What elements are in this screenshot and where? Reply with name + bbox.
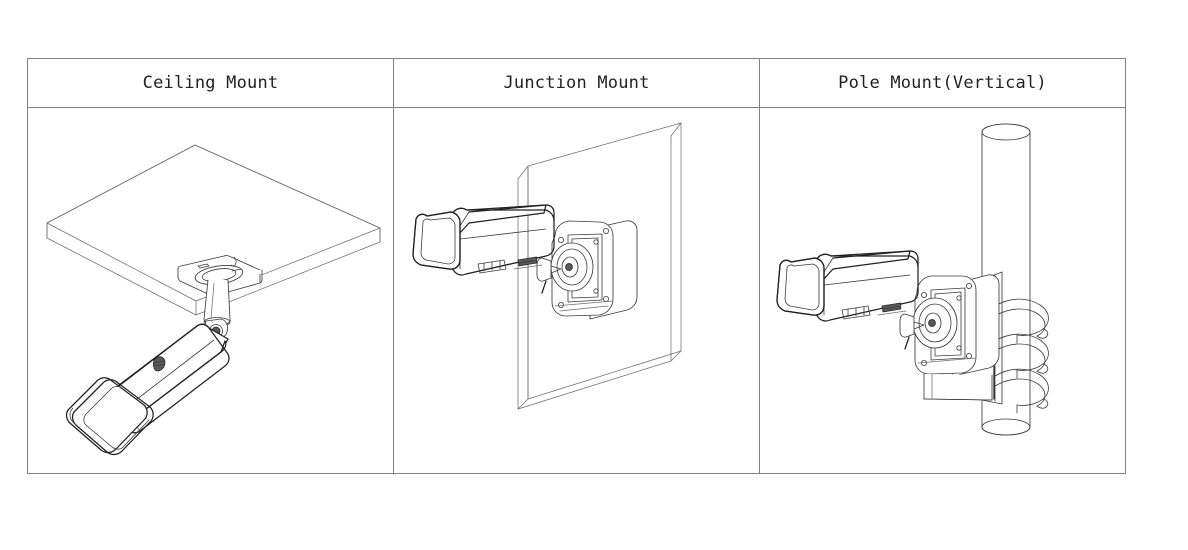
table-illustration-row (27, 107, 1126, 474)
column-header-junction-mount: Junction Mount (393, 58, 760, 108)
strap-group (994, 298, 1049, 414)
junction-box (899, 274, 1000, 401)
lens-hood (412, 211, 461, 270)
mounting-plate (177, 255, 263, 297)
lens-hood (65, 377, 154, 456)
junction-mount-figure (394, 109, 759, 472)
cell-junction-mount (393, 107, 760, 474)
mounting-options-table: Ceiling Mount Junction Mount Pole Mount(… (27, 58, 1126, 474)
lens-hood (776, 257, 825, 316)
column-header-pole-mount: Pole Mount(Vertical) (759, 58, 1126, 108)
strap (994, 368, 1049, 414)
ceiling-mount-figure (28, 109, 393, 472)
table-header-row: Ceiling Mount Junction Mount Pole Mount(… (27, 58, 1126, 108)
wall-panel (517, 122, 682, 410)
cell-ceiling-mount (27, 107, 394, 474)
column-header-ceiling-mount: Ceiling Mount (27, 58, 394, 108)
junction-box (536, 220, 638, 320)
cell-pole-mount (759, 107, 1126, 474)
ceiling-panel (46, 144, 381, 316)
pole-mount-figure (760, 109, 1125, 472)
